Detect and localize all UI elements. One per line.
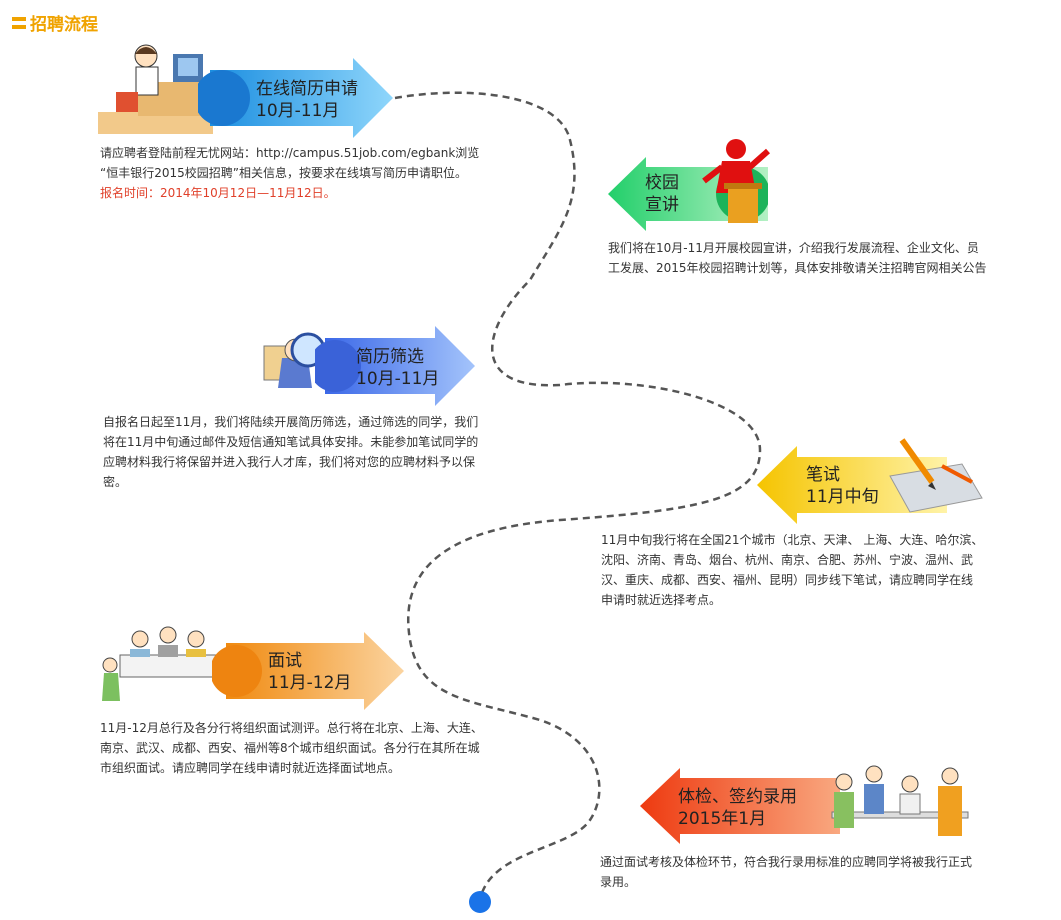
title-marker-icon <box>12 16 26 29</box>
step-5-desc-line: 11月-12月总行及各分行将组织面试测评。总行将在北京、上海、大连、 <box>100 721 483 735</box>
step-4-desc-line: 申请时就近选择考点。 <box>601 593 722 607</box>
step-4-desc-line: 11月中旬我行将在全国21个城市（北京、天津、 上海、大连、哈尔滨、 <box>601 533 984 547</box>
step-5-title: 面试 <box>268 651 302 671</box>
pencil-and-paper-icon <box>889 438 983 513</box>
step-6-date: 2015年1月 <box>678 809 767 829</box>
step-3-date: 10月-11月 <box>356 369 440 389</box>
step-4-desc-line: 沈阳、济南、青岛、烟台、杭州、南京、合肥、苏州、宁波、温州、武 <box>601 553 974 567</box>
step-5-date: 11月-12月 <box>268 673 352 693</box>
speaker-at-podium-icon <box>702 139 770 223</box>
step-3-desc-line: 将在11月中旬通过邮件及短信通知笔试具体安排。未能参加笔试同学的 <box>103 435 479 449</box>
step-3-arrow <box>315 326 475 406</box>
step-5-desc-line: 市组织面试。请应聘同学在线申请时就近选择面试地点。 <box>100 761 401 775</box>
step-5-arrow <box>212 632 404 710</box>
step-1-date: 10月-11月 <box>256 101 340 121</box>
step-6-desc-line: 通过面试考核及体检环节，符合我行录用标准的应聘同学将被我行正式 <box>600 855 973 869</box>
step-5-desc-line: 南京、武汉、成都、西安、福州等8个城市组织面试。各分行在其所在城 <box>100 741 480 755</box>
step-2-description: 我们将在10月-11月开展校园宣讲，介绍我行发展流程、企业文化、员 工发展、20… <box>608 238 1008 278</box>
step-3-title: 简历筛选 <box>356 347 424 367</box>
signing-contract-group-icon <box>831 765 969 836</box>
step-1-desc-line: “恒丰银行2015校园招聘”相关信息，按要求在线填写简历申请职位。 <box>100 166 467 180</box>
step-6-desc-line: 录用。 <box>600 875 637 889</box>
step-3-desc-line: 密。 <box>103 475 128 489</box>
step-2-date: 宣讲 <box>645 195 679 215</box>
step-4-desc-line: 汉、重庆、成都、西安、福州、昆明）同步线下笔试，请应聘同学在线 <box>601 573 974 587</box>
step-1-arrow <box>198 58 393 138</box>
step-5-description: 11月-12月总行及各分行将组织面试测评。总行将在北京、上海、大连、 南京、武汉… <box>100 718 490 778</box>
step-4-description: 11月中旬我行将在全国21个城市（北京、天津、 上海、大连、哈尔滨、 沈阳、济南… <box>601 530 996 610</box>
step-6-title: 体检、签约录用 <box>678 787 797 807</box>
step-4-title: 笔试 <box>806 465 840 485</box>
step-3-desc-line: 自报名日起至11月，我们将陆续开展简历筛选，通过筛选的同学，我们 <box>103 415 479 429</box>
step-2-desc-line: 我们将在10月-11月开展校园宣讲，介绍我行发展流程、企业文化、员 <box>608 241 979 255</box>
step-1-title: 在线简历申请 <box>256 79 358 99</box>
interview-panel-icon <box>102 626 217 701</box>
section-title: 招聘流程 <box>12 10 98 35</box>
person-at-computer-icon <box>98 44 213 134</box>
step-1-description: 请应聘者登陆前程无忧网站：http://campus.51job.com/egb… <box>100 143 490 203</box>
step-6-description: 通过面试考核及体检环节，符合我行录用标准的应聘同学将被我行正式 录用。 <box>600 852 990 892</box>
step-1-desc-line: 请应聘者登陆前程无忧网站：http://campus.51job.com/egb… <box>100 146 480 160</box>
step-2-title: 校园 <box>645 173 679 193</box>
step-4-arrow <box>757 446 947 524</box>
step-1-note: 报名时间：2014年10月12日—11月12日。 <box>100 186 336 200</box>
step-3-description: 自报名日起至11月，我们将陆续开展简历筛选，通过筛选的同学，我们 将在11月中旬… <box>103 412 493 492</box>
step-4-date: 11月中旬 <box>806 487 879 507</box>
step-2-desc-line: 工发展、2015年校园招聘计划等，具体安排敬请关注招聘官网相关公告 <box>608 261 987 275</box>
path-end-dot <box>469 891 491 913</box>
section-title-text: 招聘流程 <box>30 15 98 35</box>
step-6-arrow <box>640 768 840 844</box>
step-3-desc-line: 应聘材料我行将保留并进入我行人才库，我们将对您的应聘材料予以保 <box>103 455 476 469</box>
